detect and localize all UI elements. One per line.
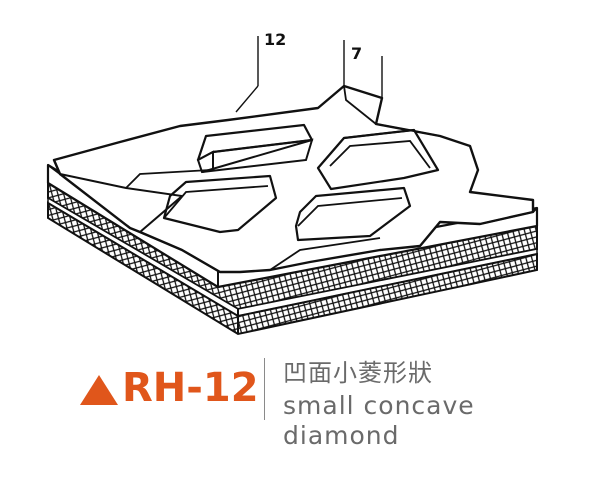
concave-pocket xyxy=(294,186,412,242)
product-code: RH-12 xyxy=(122,365,259,411)
caption-divider xyxy=(264,358,265,420)
dimension-leader-lines xyxy=(235,36,383,113)
belt-cross-section-diagram xyxy=(46,36,539,336)
concave-pocket xyxy=(316,128,440,191)
rib-width-label: 12 xyxy=(264,30,287,49)
diamond-grid-top xyxy=(47,84,538,274)
concave-pocket xyxy=(162,174,278,234)
product-name-english-line1: small concave xyxy=(283,391,475,420)
product-name-chinese: 凹面小菱形狀 xyxy=(283,359,433,387)
rib-height-label: 7 xyxy=(351,44,363,63)
triangle-up-icon xyxy=(80,375,118,405)
product-name-english-line2: diamond xyxy=(283,421,400,450)
concave-pocket xyxy=(196,123,314,174)
